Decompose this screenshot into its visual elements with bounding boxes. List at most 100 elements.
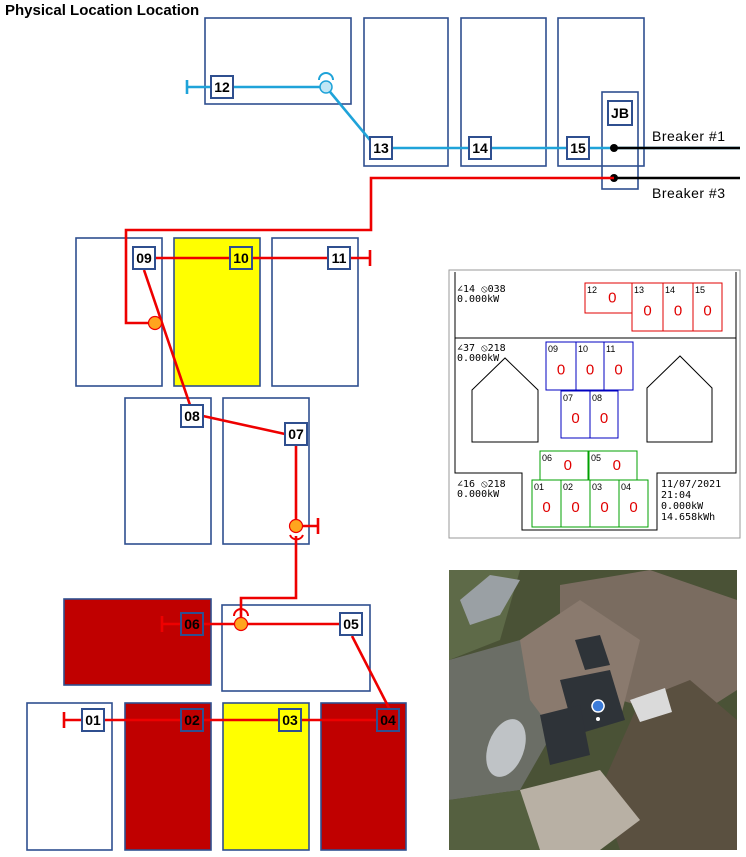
panel-label-box-10 [229,246,253,270]
monitor-panel-id-06: 06 [542,453,552,463]
monitor-panel-id-05: 05 [591,453,601,463]
panel-label-box-06 [180,612,204,636]
monitor-panel-13 [631,282,664,332]
monitor-panel-id-11: 11 [606,344,615,354]
panel-label-02: 02 [184,712,200,728]
panel-label-box-12 [210,75,234,99]
page-title: Physical Location Location [5,2,199,19]
monitor-input-2-heading: ∠37 ⦸218 [457,343,506,354]
monitor-panel-03 [589,479,620,528]
connector-blue [319,80,333,94]
panel-label-08: 08 [184,408,200,424]
panel-label-box-15 [566,136,590,160]
breaker-3-label: Breaker #3 [652,185,725,201]
monitor-panel-id-14: 14 [665,285,675,295]
breaker-wiring [590,144,740,182]
monitor-panel-value-08: 0 [600,410,608,427]
panel-array [26,17,645,851]
junction-box-label-box [607,100,633,126]
monitor-input-1-heading: ∠14 ⦸038 [457,284,506,295]
monitor-panel-02 [560,479,591,528]
panel-outline-01 [26,702,113,851]
monitor-panel-value-01: 0 [542,499,550,516]
string-blue [185,80,567,150]
panel-label-box-13 [369,136,393,160]
panel-outline-05 [221,604,371,692]
connector-arc-07 [289,534,304,541]
monitor-time: 21:04 [661,490,691,501]
monitor-input-3-power: 0.000kW [457,489,500,500]
monitor-panel-12 [584,282,633,314]
monitor-panel-01 [531,479,562,528]
monitor-panel-id-15: 15 [695,285,705,295]
connector-blue-top [318,72,334,81]
monitor-panel-value-04: 0 [629,499,637,516]
monitor-panel-07 [560,390,591,439]
monitor-power: 0.000kW [661,501,704,512]
panel-outline-09 [75,237,163,387]
connector-arc-06 [233,608,249,617]
panel-label-box-14 [468,136,492,160]
panel-label-06: 06 [184,616,200,632]
panel-label-box-05 [339,612,363,636]
monitor-panel-id-13: 13 [634,285,644,295]
panel-outline-08 [124,397,212,545]
monitor-panel-value-10: 0 [586,362,594,379]
monitor-panel-id-03: 03 [592,482,602,492]
panel-label-box-01 [81,708,105,732]
panel-label-box-09 [132,246,156,270]
aerial-photo [449,570,737,850]
monitor-date: 11/07/2021 [661,479,721,490]
monitor-energy: 14.658kWh [661,512,715,523]
connector-orange-09 [147,315,163,331]
monitor-panel-09 [545,341,577,391]
panel-label-box-03 [278,708,302,732]
panel-outline-06 [63,598,212,686]
monitor-panel-05 [588,450,638,481]
monitor-input-3-heading: ∠16 ⦸218 [457,479,506,490]
monitor-panel-id-02: 02 [563,482,573,492]
panel-label-07: 07 [288,426,304,442]
panel-outline-11 [271,237,359,387]
monitor-panel-11 [603,341,634,391]
panel-outline-13 [363,17,449,167]
monitor-panel-value-05: 0 [613,457,621,474]
monitor-panel-04 [618,479,649,528]
panel-outline-14 [460,17,547,167]
monitor-panel-id-07: 07 [563,393,573,403]
monitor-panel-15 [692,282,723,332]
panel-label-15: 15 [570,140,586,156]
panel-label-03: 03 [282,712,298,728]
panel-label-12: 12 [214,79,230,95]
panel-label-01: 01 [85,712,101,728]
breaker-1-terminal [610,144,618,152]
panel-label-13: 13 [373,140,389,156]
connector-orange-06 [233,616,249,632]
connector-orange-07 [288,518,304,534]
monitor-input-2-power: 0.000kW [457,353,500,364]
panel-outline-07 [222,397,310,545]
monitor-panel-value-09: 0 [557,362,565,379]
monitor-panel-id-08: 08 [592,393,602,403]
panel-label-04: 04 [380,712,396,728]
monitor-panel-value-02: 0 [571,499,579,516]
string-red [62,176,614,728]
panel-outline-12 [204,17,352,105]
panel-label-box-08 [180,404,204,428]
monitor-panel-id-10: 10 [578,344,588,354]
monitor-panel-id-12: 12 [587,285,597,295]
location-pin-icon [591,699,605,713]
panel-label-box-04 [376,708,400,732]
panel-label-box-02 [180,708,204,732]
panel-label-05: 05 [343,616,359,632]
monitor-panel-value-06: 0 [564,457,572,474]
monitor-input-1-power: 0.000kW [457,294,500,305]
junction-box [601,91,639,190]
monitor-panel-08 [589,390,619,439]
monitor-panel-value-12: 0 [608,290,616,307]
panel-label-box-11 [327,246,351,270]
monitor-panel-06 [539,450,589,481]
monitor-panel-value-13: 0 [643,303,651,320]
